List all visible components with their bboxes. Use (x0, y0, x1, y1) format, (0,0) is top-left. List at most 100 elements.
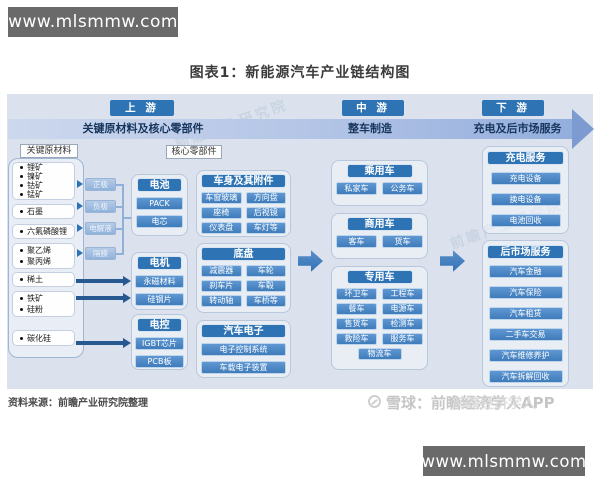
raw-material-label: 聚丙烯 (27, 257, 51, 266)
raw-material-label: 锰矿 (27, 190, 43, 199)
connector-line (116, 206, 123, 208)
flow-arrow-icon (440, 250, 465, 272)
raw-material-item: 锰矿 (13, 190, 74, 199)
group-items: 减震器 车轮 刹车片 车毂 转动轴 车桥等 (197, 265, 290, 307)
thick-arrow (76, 296, 123, 300)
raw-material-item: 聚乙烯 (13, 246, 74, 255)
raw-material-item: 锂矿 (13, 163, 74, 172)
badge-downstream: 下 游 (482, 100, 544, 116)
group-econtrol: 电控 IGBT芯片 PCB板 (131, 314, 188, 370)
item-hub: 车毂 (245, 280, 286, 292)
item-pack: PACK (136, 197, 183, 210)
thick-arrow-head-icon (123, 276, 131, 286)
group-header-commercial: 商用车 (346, 217, 413, 231)
badge-upstream: 上 游 (110, 100, 174, 116)
badge-midstream: 中 游 (342, 100, 404, 116)
item-dashboard: 仪表盘 (201, 222, 242, 234)
group-items: 环卫车 工程车 餐车 电源车 售货车 检测车 救险车 服务车 物流车 (332, 288, 427, 360)
battery-material-cathode: 正极 (85, 178, 116, 191)
raw-material-item: 稀土 (13, 275, 74, 284)
item-axle: 车桥等 (245, 295, 286, 307)
group-items: 车窗玻璃 方向盘 座椅 后视镜 仪表盘 车灯等 (197, 192, 290, 234)
group-header-motor: 电机 (137, 256, 182, 270)
figure-title: 图表1：新能源汽车产业链结构图 (189, 65, 411, 81)
battery-material-separator: 隔膜 (85, 247, 116, 260)
raw-material-label: 镍矿 (27, 172, 43, 181)
bullet-icon (20, 230, 23, 233)
group-items: 私家车 公务车 (332, 182, 427, 195)
group-passenger-vehicles: 乘用车 私家车 公务车 (331, 160, 428, 206)
group-items: 永磁材料 硅钢片 (132, 275, 187, 306)
item-battery-recycling: 电池回收 (490, 214, 561, 227)
band-label-midstream: 整车制造 (348, 122, 392, 135)
group-battery: 电池 PACK 电芯 (131, 174, 188, 236)
item-charging-equipment: 充电设备 (490, 172, 561, 185)
item-dining-car: 餐车 (336, 303, 377, 315)
raw-material-label: 锂矿 (27, 163, 43, 172)
raw-group-separator: 聚乙烯 聚丙烯 (12, 243, 75, 269)
tag-raw-materials: 关键原材料 (20, 144, 78, 158)
item-rearview-mirror: 后视镜 (245, 207, 286, 219)
bullet-icon (20, 308, 23, 311)
tag-core-parts: 核心零部件 (166, 145, 222, 159)
item-private-car: 私家车 (336, 182, 377, 195)
raw-material-item: 六氟磷酸锂 (13, 227, 74, 236)
group-items: 汽车金融 汽车保险 汽车租赁 二手车交易 汽车维修养护 汽车拆解回收 (483, 265, 568, 383)
thick-arrow (76, 279, 123, 283)
arrow-right-icon (77, 202, 83, 210)
source-note: 资料来源：前瞻产业研究院整理 (8, 398, 148, 409)
bullet-icon (20, 175, 23, 178)
thick-arrow-head-icon (123, 293, 131, 303)
connector-line (116, 184, 123, 186)
raw-group-graphite: 石墨 (12, 204, 75, 219)
item-lights: 车灯等 (245, 222, 286, 234)
battery-material-anode: 负极 (85, 200, 116, 213)
group-aftermarket-services: 后市场服务 汽车金融 汽车保险 汽车租赁 二手车交易 汽车维修养护 汽车拆解回收 (482, 240, 569, 387)
item-auto-rental: 汽车租赁 (488, 307, 563, 320)
item-vending-vehicle: 售货车 (336, 318, 377, 330)
item-dismantling-recycling: 汽车拆解回收 (488, 370, 563, 383)
flow-arrow-icon (298, 250, 323, 272)
item-official-car: 公务车 (382, 182, 423, 195)
item-cell: 电芯 (136, 215, 183, 228)
item-logistics-vehicle: 物流车 (357, 348, 402, 360)
item-onboard-electronics: 车载电子装置 (201, 361, 286, 374)
site-watermark-bottom: www.mlsmmw.com (421, 446, 586, 476)
group-chassis: 底盘 减震器 车轮 刹车片 车毂 转动轴 车桥等 (196, 243, 291, 313)
raw-material-label: 聚乙烯 (27, 246, 51, 255)
group-special-vehicles: 专用车 环卫车 工程车 餐车 电源车 售货车 检测车 救险车 服务车 物流车 (331, 266, 428, 370)
item-sanitation-vehicle: 环卫车 (336, 288, 377, 300)
bullet-icon (20, 184, 23, 187)
group-header-body: 车身及其附件 (201, 174, 286, 188)
item-auto-insurance: 汽车保险 (488, 286, 563, 299)
bullet-icon (20, 278, 23, 281)
raw-group-rare-earth: 稀土 (12, 272, 75, 287)
group-items: 充电设备 换电设备 电池回收 (483, 172, 568, 227)
item-truck: 货车 (382, 235, 423, 248)
connector-line (116, 228, 123, 230)
raw-material-label: 稀土 (27, 275, 43, 284)
item-engineering-vehicle: 工程车 (382, 288, 423, 300)
group-items: IGBT芯片 PCB板 (132, 337, 187, 368)
connector-line (122, 184, 124, 255)
item-wheel: 车轮 (245, 265, 286, 277)
item-repair-maintenance: 汽车维修养护 (488, 349, 563, 362)
thick-arrow-head-icon (123, 338, 131, 348)
raw-material-item: 铁矿 (13, 294, 74, 303)
item-igbt-chip: IGBT芯片 (135, 337, 184, 350)
connector-line (116, 253, 123, 255)
group-items: 客车 货车 (332, 235, 427, 248)
thick-arrow (76, 341, 123, 345)
item-silicon-steel: 硅钢片 (135, 293, 184, 306)
item-window-glass: 车窗玻璃 (201, 192, 242, 204)
group-header-econtrol: 电控 (137, 318, 182, 332)
group-header-battery: 电池 (137, 178, 182, 192)
group-items: PACK 电芯 (132, 197, 187, 228)
raw-material-item: 石墨 (13, 207, 74, 216)
group-auto-electronics: 汽车电子 电子控制系统 车载电子装置 (196, 320, 291, 378)
item-pcb-board: PCB板 (135, 355, 184, 368)
battery-material-electrolyte: 电解液 (85, 222, 116, 235)
raw-material-label: 铁矿 (27, 294, 43, 303)
group-charging-services: 充电服务 充电设备 换电设备 电池回收 (482, 146, 569, 234)
